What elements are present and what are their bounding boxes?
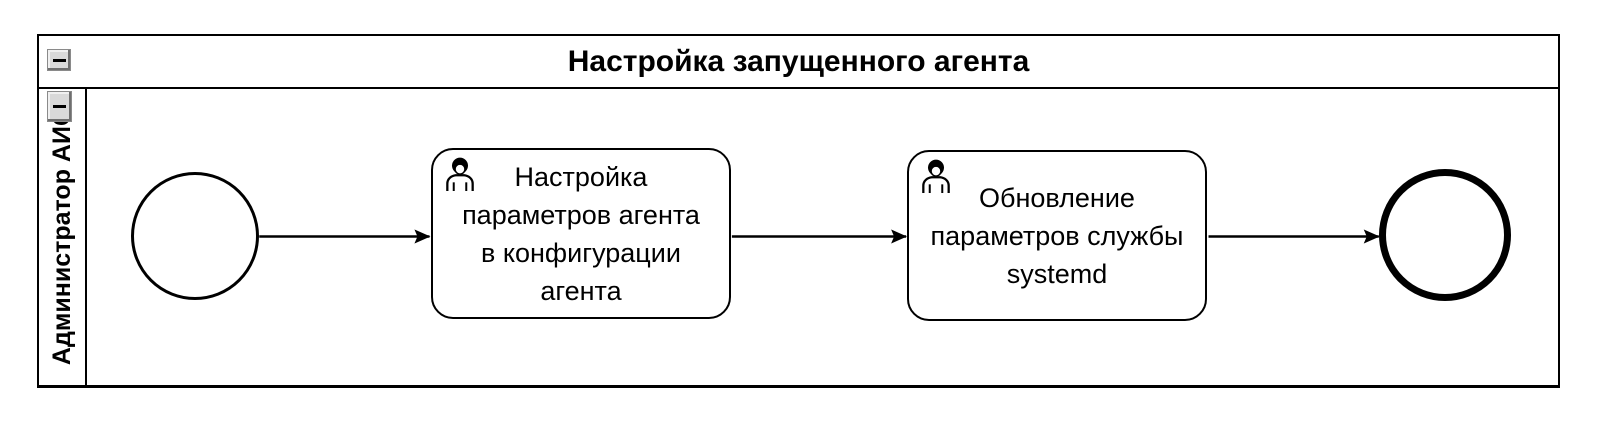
lane-name: Администратор АИС [47, 108, 76, 366]
minus-icon [53, 105, 66, 108]
user-icon [446, 157, 474, 191]
pool-configure-running-agent: Настройка запущенного агента Администрат… [37, 34, 1560, 388]
end-event[interactable] [1379, 169, 1511, 301]
sequence-flows-layer [259, 229, 1380, 244]
pool-title: Настройка запущенного агента [567, 44, 1030, 78]
start-event[interactable] [131, 172, 259, 300]
minus-icon [52, 58, 66, 62]
user-task-configure-agent-params[interactable]: Настройка параметров агента в конфигурац… [431, 148, 731, 319]
pool-collapse-button[interactable] [47, 49, 71, 71]
task-label: Настройка параметров агента в конфигурац… [462, 161, 700, 306]
pool-header: Настройка запущенного агента [39, 36, 1558, 89]
user-icon [922, 159, 950, 193]
lane-content: Настройка параметров агента в конфигурац… [87, 89, 1558, 385]
task-label: Обновление параметров службы systemd [930, 182, 1184, 289]
lane-label-column: Администратор АИС [39, 89, 87, 385]
user-task-update-systemd-service[interactable]: Обновление параметров службы systemd [907, 150, 1207, 321]
lane-collapse-button[interactable] [47, 91, 72, 122]
pool-body: Администратор АИС [39, 89, 1558, 385]
